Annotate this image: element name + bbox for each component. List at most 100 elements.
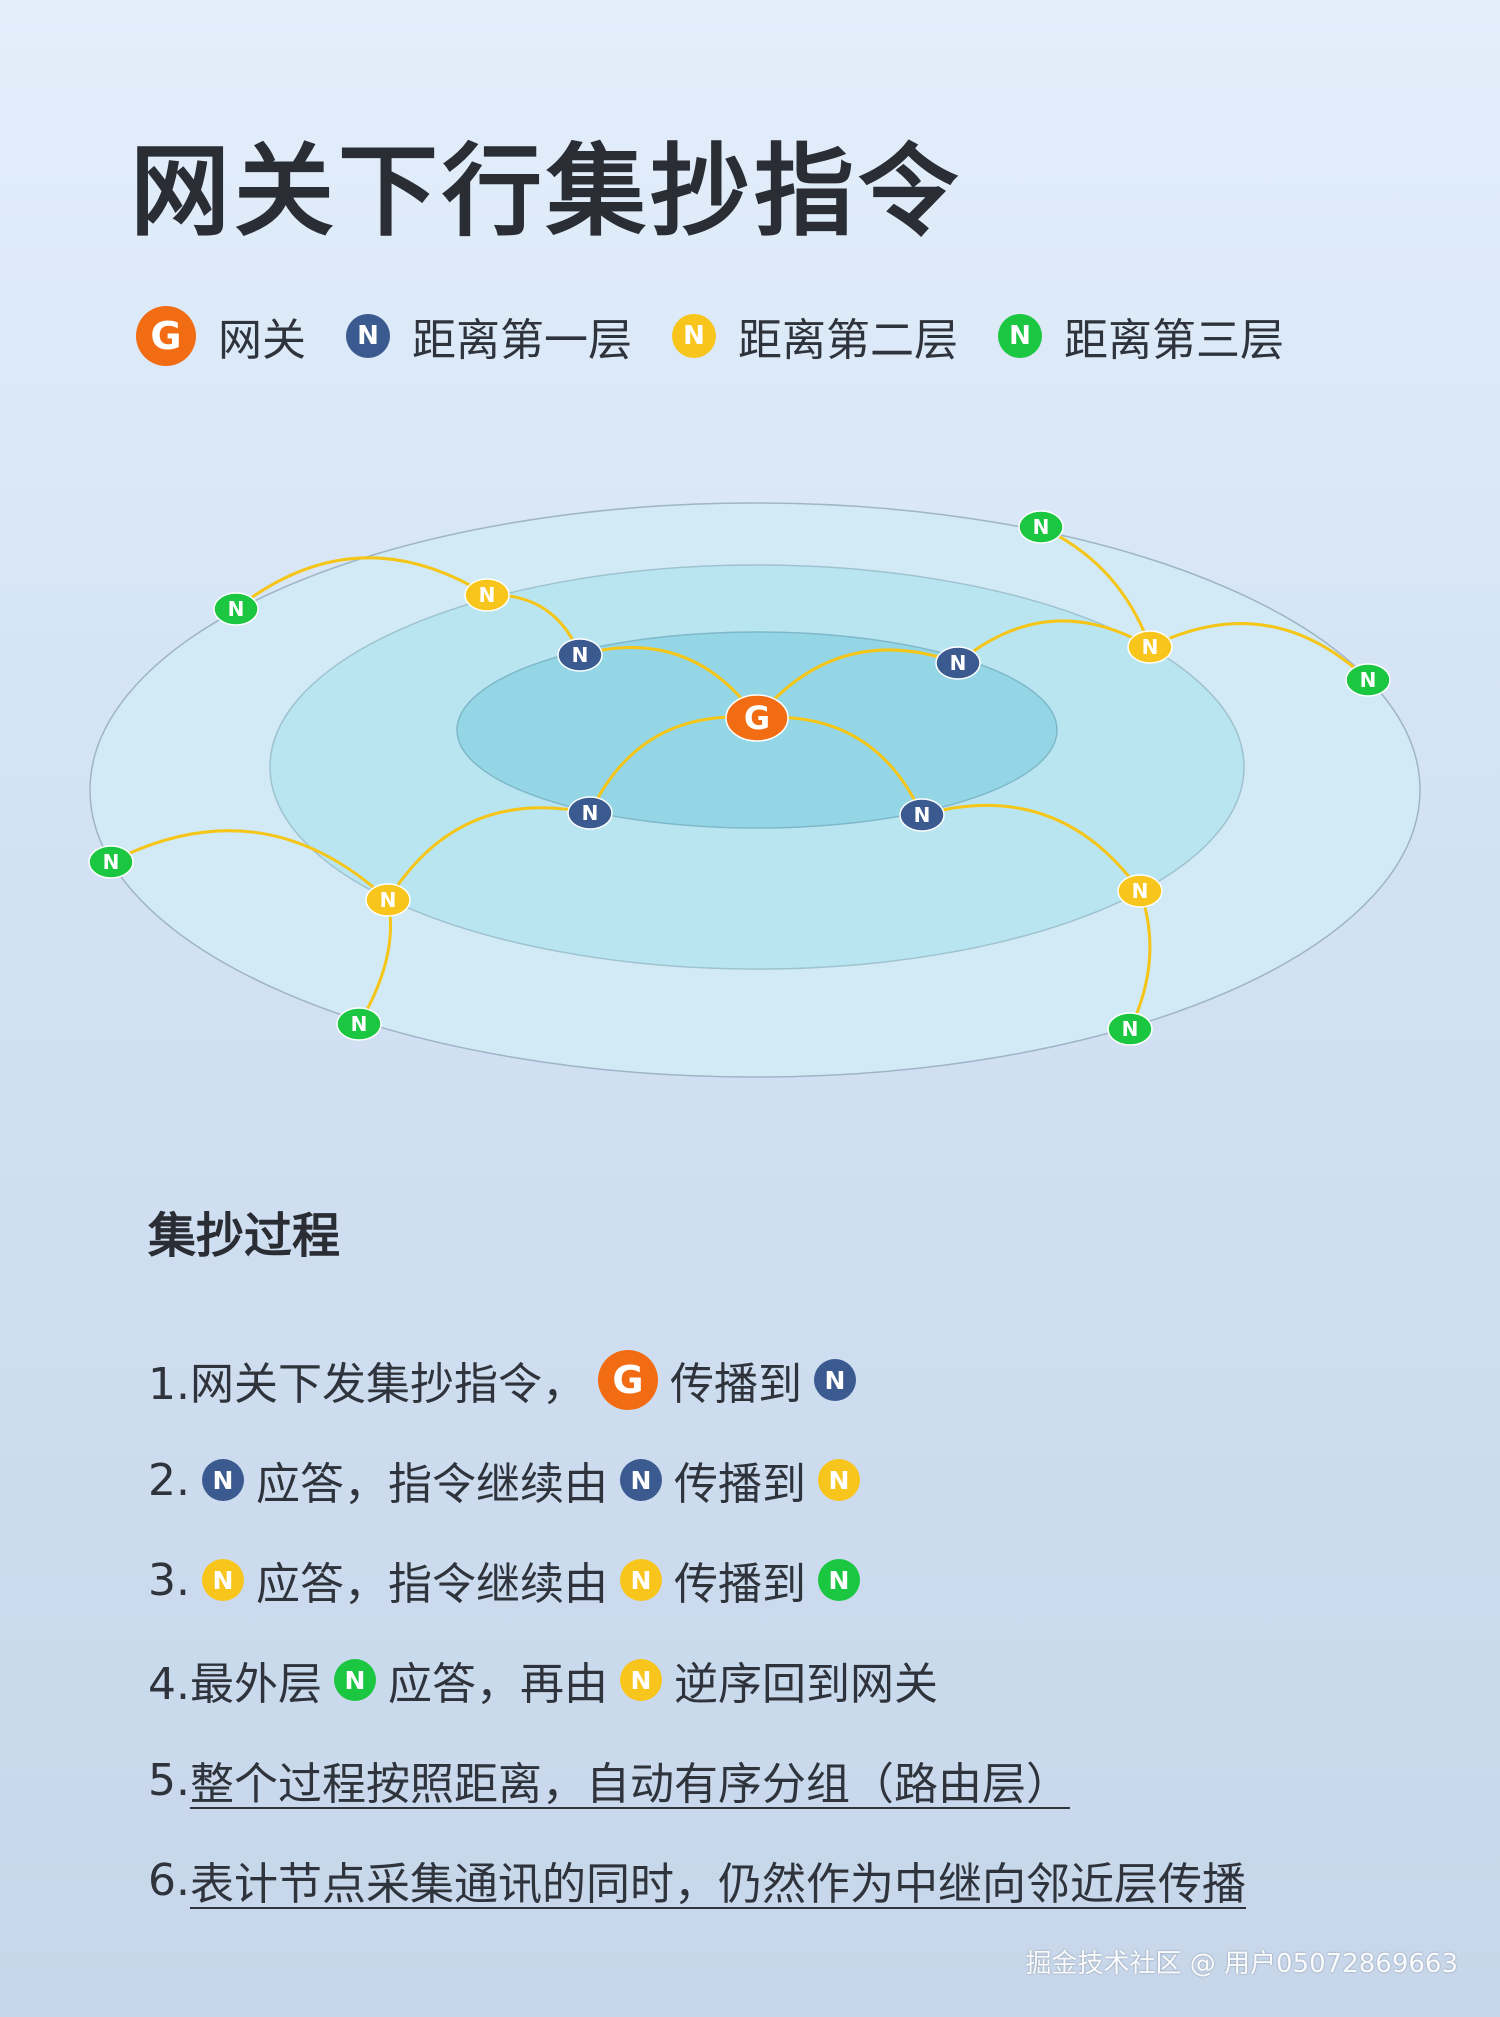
layer3-node-icon: N [998, 314, 1042, 358]
step-6-number: 6. [148, 1854, 190, 1906]
node-label: N [380, 888, 397, 912]
legend-item-layer3: N 距离第三层 [998, 304, 1284, 368]
layer3-node-shape [1018, 510, 1064, 544]
node-label: N [351, 1012, 368, 1036]
node-label: N [582, 801, 599, 825]
legend-item-layer1: N 距离第一层 [346, 304, 632, 368]
layer1-node-icon: N [619, 1459, 662, 1501]
step-5-text: 整个过程按照距离，自动有序分组（路由层） [189, 1759, 1070, 1810]
legend-label-gateway: 网关 [218, 315, 306, 366]
step-3-text-c: 传播到 [673, 1559, 806, 1610]
step-2: 2. N 应答，指令继续由 N 传播到 N [148, 1430, 1246, 1530]
layer2-node-icon: N [817, 1459, 860, 1501]
layer3-node-shape [1345, 663, 1391, 697]
node-label: N [228, 597, 245, 621]
layer1-node-icon: N [201, 1459, 244, 1501]
section-title: 集抄过程 [148, 1208, 341, 1264]
gateway-node: G [725, 694, 789, 742]
layer1-node: N [557, 638, 603, 672]
node-label: N [914, 803, 931, 827]
step-5-number: 5. [148, 1754, 190, 1806]
step-1-text-a: 1.网关下发集抄指令， [148, 1359, 586, 1410]
mesh-link [921, 803, 1142, 892]
step-6-text: 表计节点采集通讯的同时，仍然作为中继向邻近层传播 [189, 1859, 1246, 1910]
layer1-node-shape [899, 798, 945, 832]
layer1-node: N [935, 646, 981, 680]
layer2-node-icon: N [201, 1559, 244, 1601]
node-label: N [1132, 879, 1149, 903]
distance-rings [89, 502, 1421, 1078]
layer2-node-icon: N [619, 1659, 662, 1701]
layer1-node-shape [935, 646, 981, 680]
mesh-link [235, 556, 488, 611]
layer2-node-shape [1127, 630, 1173, 664]
gateway-node-label: G [744, 699, 770, 737]
layer2-node: N [1127, 630, 1173, 664]
step-3-text-b: 应答，指令继续由 [255, 1559, 608, 1610]
layer3-node: N [213, 592, 259, 626]
legend-item-layer2: N 距离第二层 [672, 304, 958, 368]
layer2-node-icon: N [619, 1559, 662, 1601]
mesh-network-diagram: G N N N N N N N N N N N N N N [88, 502, 1421, 1078]
layer1-node: N [567, 796, 613, 830]
node-label: N [572, 643, 589, 667]
layer3-node-shape [213, 592, 259, 626]
layer2-node-shape [365, 883, 411, 917]
step-1: 1.网关下发集抄指令， G 传播到 N [148, 1330, 1246, 1430]
node-label: N [1033, 515, 1050, 539]
layer2-node-icon: N [672, 314, 716, 358]
layer1-node: N [899, 798, 945, 832]
layer3-node: N [336, 1007, 382, 1041]
step-5: 5. 整个过程按照距离，自动有序分组（路由层） [148, 1730, 1246, 1830]
mesh-link [1149, 622, 1370, 682]
layer1-node-shape [567, 796, 613, 830]
step-2-text-c: 传播到 [673, 1459, 806, 1510]
step-4: 4.最外层 N 应答，再由 N 逆序回到网关 [148, 1630, 1246, 1730]
step-2-text-a: 2. [148, 1454, 190, 1506]
layer3-node: N [88, 845, 134, 879]
gateway-icon: G [136, 306, 196, 366]
legend-label-layer3: 距离第三层 [1064, 315, 1284, 366]
legend-item-gateway: G 网关 [136, 304, 306, 368]
gateway-icon: G [597, 1350, 658, 1410]
mesh-link [957, 619, 1151, 665]
step-3: 3. N 应答，指令继续由 N 传播到 N [148, 1530, 1246, 1630]
layer3-node-shape [88, 845, 134, 879]
layer2-node-shape [1117, 874, 1163, 908]
legend: G 网关 N 距离第一层 N 距离第二层 N 距离第三层 [136, 306, 1324, 366]
layer3-node-icon: N [333, 1659, 376, 1701]
mesh-link [110, 829, 390, 902]
layer1-node-icon: N [346, 314, 390, 358]
node-label: N [479, 583, 496, 607]
mesh-link [755, 648, 959, 719]
step-1-text-b: 传播到 [669, 1359, 802, 1410]
legend-label-layer2: 距离第二层 [738, 315, 958, 366]
watermark: 掘金技术社区 @ 用户05072869663 [1025, 1949, 1459, 1979]
layer3-node-icon: N [817, 1559, 860, 1601]
mesh-link [579, 646, 759, 719]
legend-label-layer1: 距离第一层 [412, 315, 632, 366]
page-title: 网关下行集抄指令 [130, 133, 962, 250]
node-label: N [1142, 635, 1159, 659]
node-label: N [103, 850, 120, 874]
node-label: N [1360, 668, 1377, 692]
layer3-node: N [1018, 510, 1064, 544]
layer2-node: N [1117, 874, 1163, 908]
layer1-node-icon: N [813, 1359, 856, 1401]
layer3-node: N [1345, 663, 1391, 697]
layer2-node: N [365, 883, 411, 917]
step-2-text-b: 应答，指令继续由 [255, 1459, 608, 1510]
process-steps: 1.网关下发集抄指令， G 传播到 N 2. N 应答，指令继续由 N 传播到 … [148, 1330, 1246, 1930]
mesh-nodes: G N N N N N N N N N N N N N N [88, 510, 1391, 1046]
node-label: N [1122, 1017, 1139, 1041]
step-4-text-c: 逆序回到网关 [673, 1659, 938, 1710]
layer2-node: N [464, 578, 510, 612]
step-4-text-a: 4.最外层 [148, 1659, 322, 1710]
layer2-node-shape [464, 578, 510, 612]
step-6: 6. 表计节点采集通讯的同时，仍然作为中继向邻近层传播 [148, 1830, 1246, 1930]
layer1-node-shape [557, 638, 603, 672]
layer3-node: N [1107, 1012, 1153, 1046]
layer3-node-shape [336, 1007, 382, 1041]
mesh-link [386, 806, 591, 901]
step-3-text-a: 3. [148, 1554, 190, 1606]
